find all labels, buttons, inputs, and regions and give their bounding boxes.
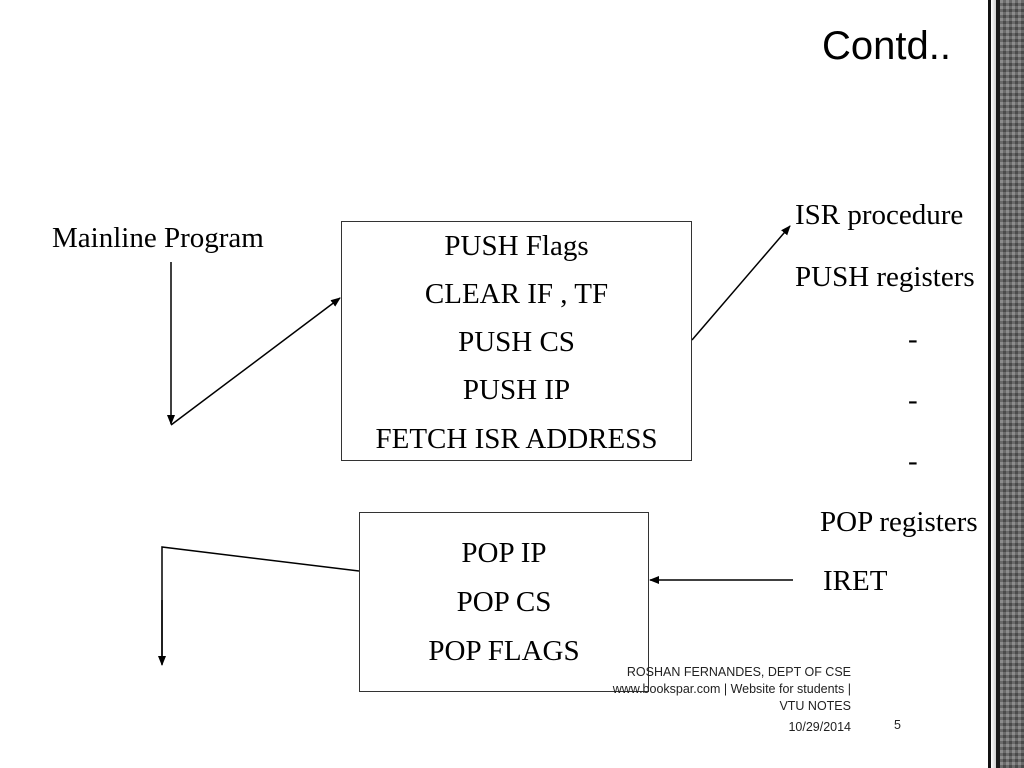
isr-iret: IRET — [823, 565, 888, 597]
interrupt-step-clear-if-tf: CLEAR IF , TF — [424, 278, 609, 310]
footer-notes: VTU NOTES — [779, 699, 851, 713]
interrupt-step-push-ip: PUSH IP — [462, 374, 571, 406]
slide-title: Contd.. — [822, 24, 951, 68]
footer-date: 10/29/2014 — [788, 720, 851, 734]
interrupt-step-push-flags: PUSH Flags — [444, 230, 589, 262]
isr-procedure-label: ISR procedure — [795, 199, 964, 231]
footer-author: ROSHAN FERNANDES, DEPT OF CSE — [626, 665, 851, 679]
return-step-pop-flags: POP FLAGS — [428, 635, 580, 667]
isr-dash-3: - — [908, 445, 918, 477]
footer-website: www.bookspar.com | Website for students … — [612, 682, 851, 696]
interrupt-sequence-box: PUSH Flags CLEAR IF , TF PUSH CS PUSH IP… — [341, 221, 692, 461]
return-step-pop-cs: POP CS — [456, 586, 552, 618]
interrupt-step-push-cs: PUSH CS — [458, 326, 575, 358]
return-step-pop-ip: POP IP — [461, 537, 547, 569]
to-interrupt-box-arrow — [170, 297, 341, 426]
page-number: 5 — [894, 718, 901, 732]
mainline-program-label: Mainline Program — [52, 222, 264, 254]
decorative-frame-border — [988, 0, 1024, 768]
isr-dash-1: - — [908, 323, 918, 355]
return-sequence-box: POP IP POP CS POP FLAGS — [359, 512, 649, 692]
interrupt-step-fetch-isr: FETCH ISR ADDRESS — [375, 423, 658, 455]
to-isr-arrow — [691, 225, 791, 341]
isr-pop-registers: POP registers — [820, 506, 978, 538]
isr-push-registers: PUSH registers — [795, 261, 975, 293]
isr-dash-2: - — [908, 384, 918, 416]
return-path-line — [161, 546, 360, 664]
